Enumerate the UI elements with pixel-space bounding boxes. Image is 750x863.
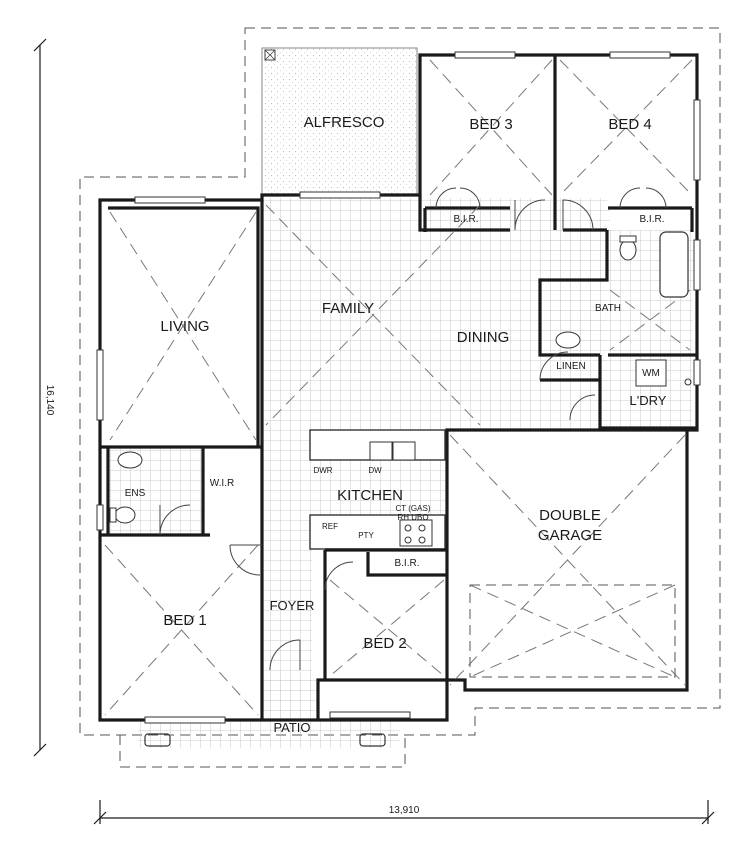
garage-door-outline: [469, 584, 676, 678]
label-ct: CT (GAS): [396, 504, 431, 513]
label-foyer: FOYER: [270, 598, 315, 613]
label-kitchen: KITCHEN: [337, 487, 403, 504]
windows: [96, 51, 701, 724]
room-labels: ALFRESCO BED 3 BED 4 B.I.R. B.I.R. FAMIL…: [125, 114, 667, 735]
label-rh: RH UBO: [397, 513, 428, 522]
alfresco-post: [264, 49, 276, 61]
label-bed1: BED 1: [163, 612, 206, 629]
label-linen: LINEN: [556, 361, 585, 372]
room-diagonals: [104, 59, 693, 716]
label-living: LIVING: [160, 318, 209, 335]
external-walls: [98, 53, 699, 722]
dimension-width: [93, 800, 715, 825]
dimension-height: [33, 38, 47, 757]
patio-markers: [144, 733, 386, 747]
label-ldry: L'DRY: [630, 393, 667, 408]
dimension-width-label: 13,910: [389, 805, 420, 816]
roof-outline: [79, 27, 721, 736]
label-bed2: BED 2: [363, 635, 406, 652]
label-alfresco: ALFRESCO: [304, 114, 385, 131]
label-bed4: BED 4: [608, 116, 651, 133]
label-bir-bed2: B.I.R.: [394, 558, 419, 569]
label-wm: WM: [642, 368, 660, 379]
door-swings: [159, 187, 667, 671]
dimension-labels: 16,140 13,910: [44, 385, 420, 816]
label-garage: GARAGE: [538, 527, 602, 544]
label-double: DOUBLE: [539, 507, 601, 524]
label-bir-bed4: B.I.R.: [639, 214, 664, 225]
patio-outline: [119, 735, 406, 768]
label-bed3: BED 3: [469, 116, 512, 133]
label-pty: PTY: [358, 531, 374, 540]
bathtub: [659, 231, 689, 298]
label-patio: PATIO: [273, 720, 310, 735]
label-bir-bed3: B.I.R.: [453, 214, 478, 225]
label-ref: REF: [322, 522, 338, 531]
label-ens: ENS: [125, 488, 146, 499]
label-bath: BATH: [595, 303, 621, 314]
internal-walls: [100, 55, 697, 720]
label-dw: DW: [368, 466, 382, 475]
label-dwr: DWR: [313, 466, 332, 475]
dimension-height-label: 16,140: [44, 385, 55, 416]
label-dining: DINING: [457, 329, 510, 346]
label-family: FAMILY: [322, 300, 374, 317]
label-wir: W.I.R: [210, 478, 234, 489]
